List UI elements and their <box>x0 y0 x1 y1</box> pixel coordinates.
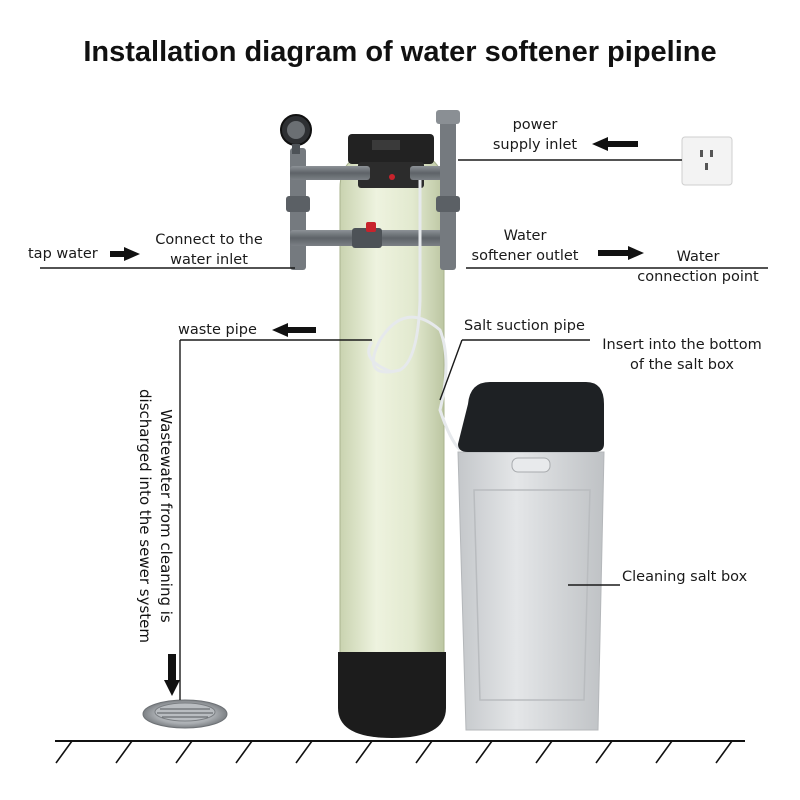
label-power-supply-inlet: power supply inlet <box>492 117 578 153</box>
label-water-connection-point: Water connection point <box>637 249 759 285</box>
floor-drain <box>142 699 228 729</box>
label-insert-salt-box-bottom: Insert into the bottom of the salt box <box>602 337 762 373</box>
label-salt-suction-pipe: Salt suction pipe <box>464 318 585 334</box>
salt-box <box>457 382 605 731</box>
label-waste-pipe: waste pipe <box>178 322 257 338</box>
arrow-right-icon <box>110 247 140 261</box>
power-socket <box>681 136 733 186</box>
label-wastewater-discharge: Wastewater from cleaning is discharged i… <box>136 389 175 643</box>
pressure-gauge <box>280 114 312 154</box>
arrow-left-icon <box>592 137 638 151</box>
salt-suction-tube <box>367 180 462 452</box>
tank-base <box>338 652 446 738</box>
label-softener-outlet: Water softener outlet <box>471 228 579 264</box>
leader-lines <box>40 159 768 700</box>
label-cleaning-salt-box: Cleaning salt box <box>622 569 748 585</box>
bypass-pipework <box>286 110 460 270</box>
arrow-down-icon <box>164 654 180 696</box>
floor-line <box>55 740 745 764</box>
diagram-title: Installation diagram of water softener p… <box>83 36 717 68</box>
direction-arrows <box>110 137 644 696</box>
label-connect-water-inlet: Connect to the water inlet <box>155 232 263 268</box>
label-tap-water: tap water <box>28 246 98 262</box>
valve-handles <box>366 174 395 232</box>
arrow-left-icon <box>272 323 316 337</box>
arrow-right-icon <box>598 246 644 260</box>
